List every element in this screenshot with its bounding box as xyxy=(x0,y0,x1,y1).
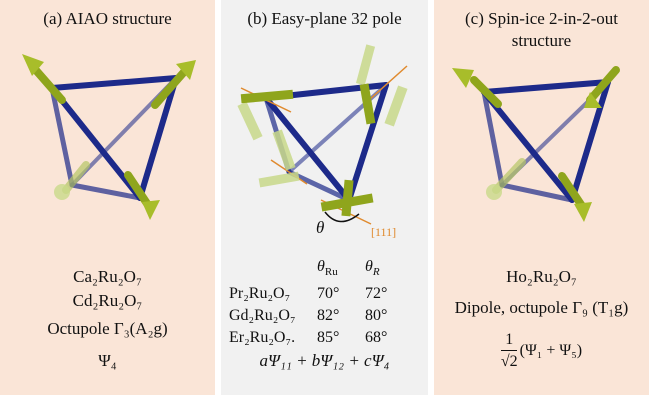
irrep-label: Octupole Γ₃(A₂g) xyxy=(47,319,168,338)
table-cell: 80° xyxy=(365,307,388,325)
spin-arrow xyxy=(586,66,620,104)
table-row: Er₂Ru₂O₇. 85° 68° xyxy=(229,327,413,349)
table-cell: Er₂Ru₂O₇. xyxy=(229,329,296,347)
arrow-head xyxy=(452,68,474,88)
theta-arc xyxy=(324,211,360,223)
panel-easy-plane: (b) Easy-plane 32 pole xyxy=(221,0,428,395)
spin-arrow xyxy=(470,76,502,108)
bond-edge xyxy=(49,85,143,201)
panel-c-title-line2: structure xyxy=(511,31,572,50)
fraction: 1 √2 xyxy=(501,330,518,373)
arrow-head xyxy=(574,202,592,222)
table-cell: Pr₂Ru₂O₇ xyxy=(229,285,291,303)
spin-arrows xyxy=(22,54,196,220)
basis-state-rest: (Ψ₁ + Ψ₅) xyxy=(519,342,583,360)
spin-ice-tetrahedron-diagram xyxy=(452,66,620,222)
table-header: θRu xyxy=(317,258,338,279)
spin-arrow xyxy=(558,172,586,210)
table-cell: 85° xyxy=(317,329,340,347)
table-cell: 68° xyxy=(365,329,388,347)
spin-arrow xyxy=(62,161,90,194)
table-cell: 70° xyxy=(317,285,340,303)
bond-edge xyxy=(286,169,352,203)
bond-edge xyxy=(49,85,75,188)
arrow-head xyxy=(22,54,44,76)
table-header-row: θRu θR xyxy=(229,256,413,283)
compound-ca: Ca₂Ru₂O₇ xyxy=(73,267,142,286)
spin-arrows xyxy=(452,66,620,222)
bond-edge xyxy=(49,75,179,91)
theta-symbol: θ xyxy=(316,218,324,237)
bond-edge xyxy=(569,79,611,203)
fraction-denominator: √2 xyxy=(500,353,518,370)
irrep-label: Dipole, octupole Γ₉ (T₁g) xyxy=(454,298,629,317)
basis-state: aΨ₁₁ + bΨ₁₂ + cΨ₄ xyxy=(259,351,390,370)
bond-edge xyxy=(481,89,505,188)
panel-c-title-line1: (c) Spin-ice 2-in-2-out xyxy=(465,9,618,28)
bond-edge xyxy=(481,89,575,203)
bond-edge xyxy=(69,182,143,201)
panel-aiao: (a) AIAO structure Ca₂Ru₂O₇ Cd₂Ru₂O₇ Oct… xyxy=(0,0,215,395)
table-header xyxy=(229,256,317,283)
angle-table: θRu θR Pr₂Ru₂O₇ 70° 72° Gd₂Ru₂O₇ 82° 80°… xyxy=(229,256,413,349)
bond-edge xyxy=(346,82,389,203)
table-cell: 82° xyxy=(317,307,340,325)
table-header: θR xyxy=(365,258,380,279)
table-row: Gd₂Ru₂O₇ 82° 80° xyxy=(229,305,413,327)
bond-edge xyxy=(137,75,179,201)
basis-state: 1 √2 (Ψ₁ + Ψ₅) xyxy=(434,330,649,373)
arrow-head xyxy=(486,184,502,200)
spin-arrow xyxy=(492,158,526,194)
compound-ho: Ho₂Ru₂O₇ xyxy=(506,267,577,286)
bond-edge xyxy=(481,79,611,95)
table-cell: Gd₂Ru₂O₇ xyxy=(229,307,296,325)
easy-plane-tetrahedron-diagram: θ [111] xyxy=(237,44,408,239)
bond-edge xyxy=(499,182,575,203)
table-cell: 72° xyxy=(365,285,388,303)
arrow-head xyxy=(142,200,160,220)
fraction-numerator: 1 xyxy=(501,330,518,351)
panel-a-title: (a) AIAO structure xyxy=(43,9,172,28)
compound-cd: Cd₂Ru₂O₇ xyxy=(72,291,143,310)
arrow-head xyxy=(176,60,196,80)
arrow-head xyxy=(54,184,70,200)
spin-arrow xyxy=(151,68,188,109)
basis-state: Ψ₄ xyxy=(98,351,117,370)
bond-edge xyxy=(263,95,352,203)
arrow-head xyxy=(584,92,602,108)
panel-b-title: (b) Easy-plane 32 pole xyxy=(247,9,402,28)
aiao-tetrahedron-diagram xyxy=(22,54,196,220)
spin-arrow xyxy=(124,171,152,209)
spin-rods-light xyxy=(237,44,408,188)
spin-rods xyxy=(240,83,376,217)
spin-arrow xyxy=(30,64,66,104)
table-row: Pr₂Ru₂O₇ 70° 72° xyxy=(229,283,413,305)
direction-111-label: [111] xyxy=(371,225,396,239)
panel-spin-ice: (c) Spin-ice 2-in-2-out structure Ho₂Ru₂… xyxy=(434,0,649,395)
